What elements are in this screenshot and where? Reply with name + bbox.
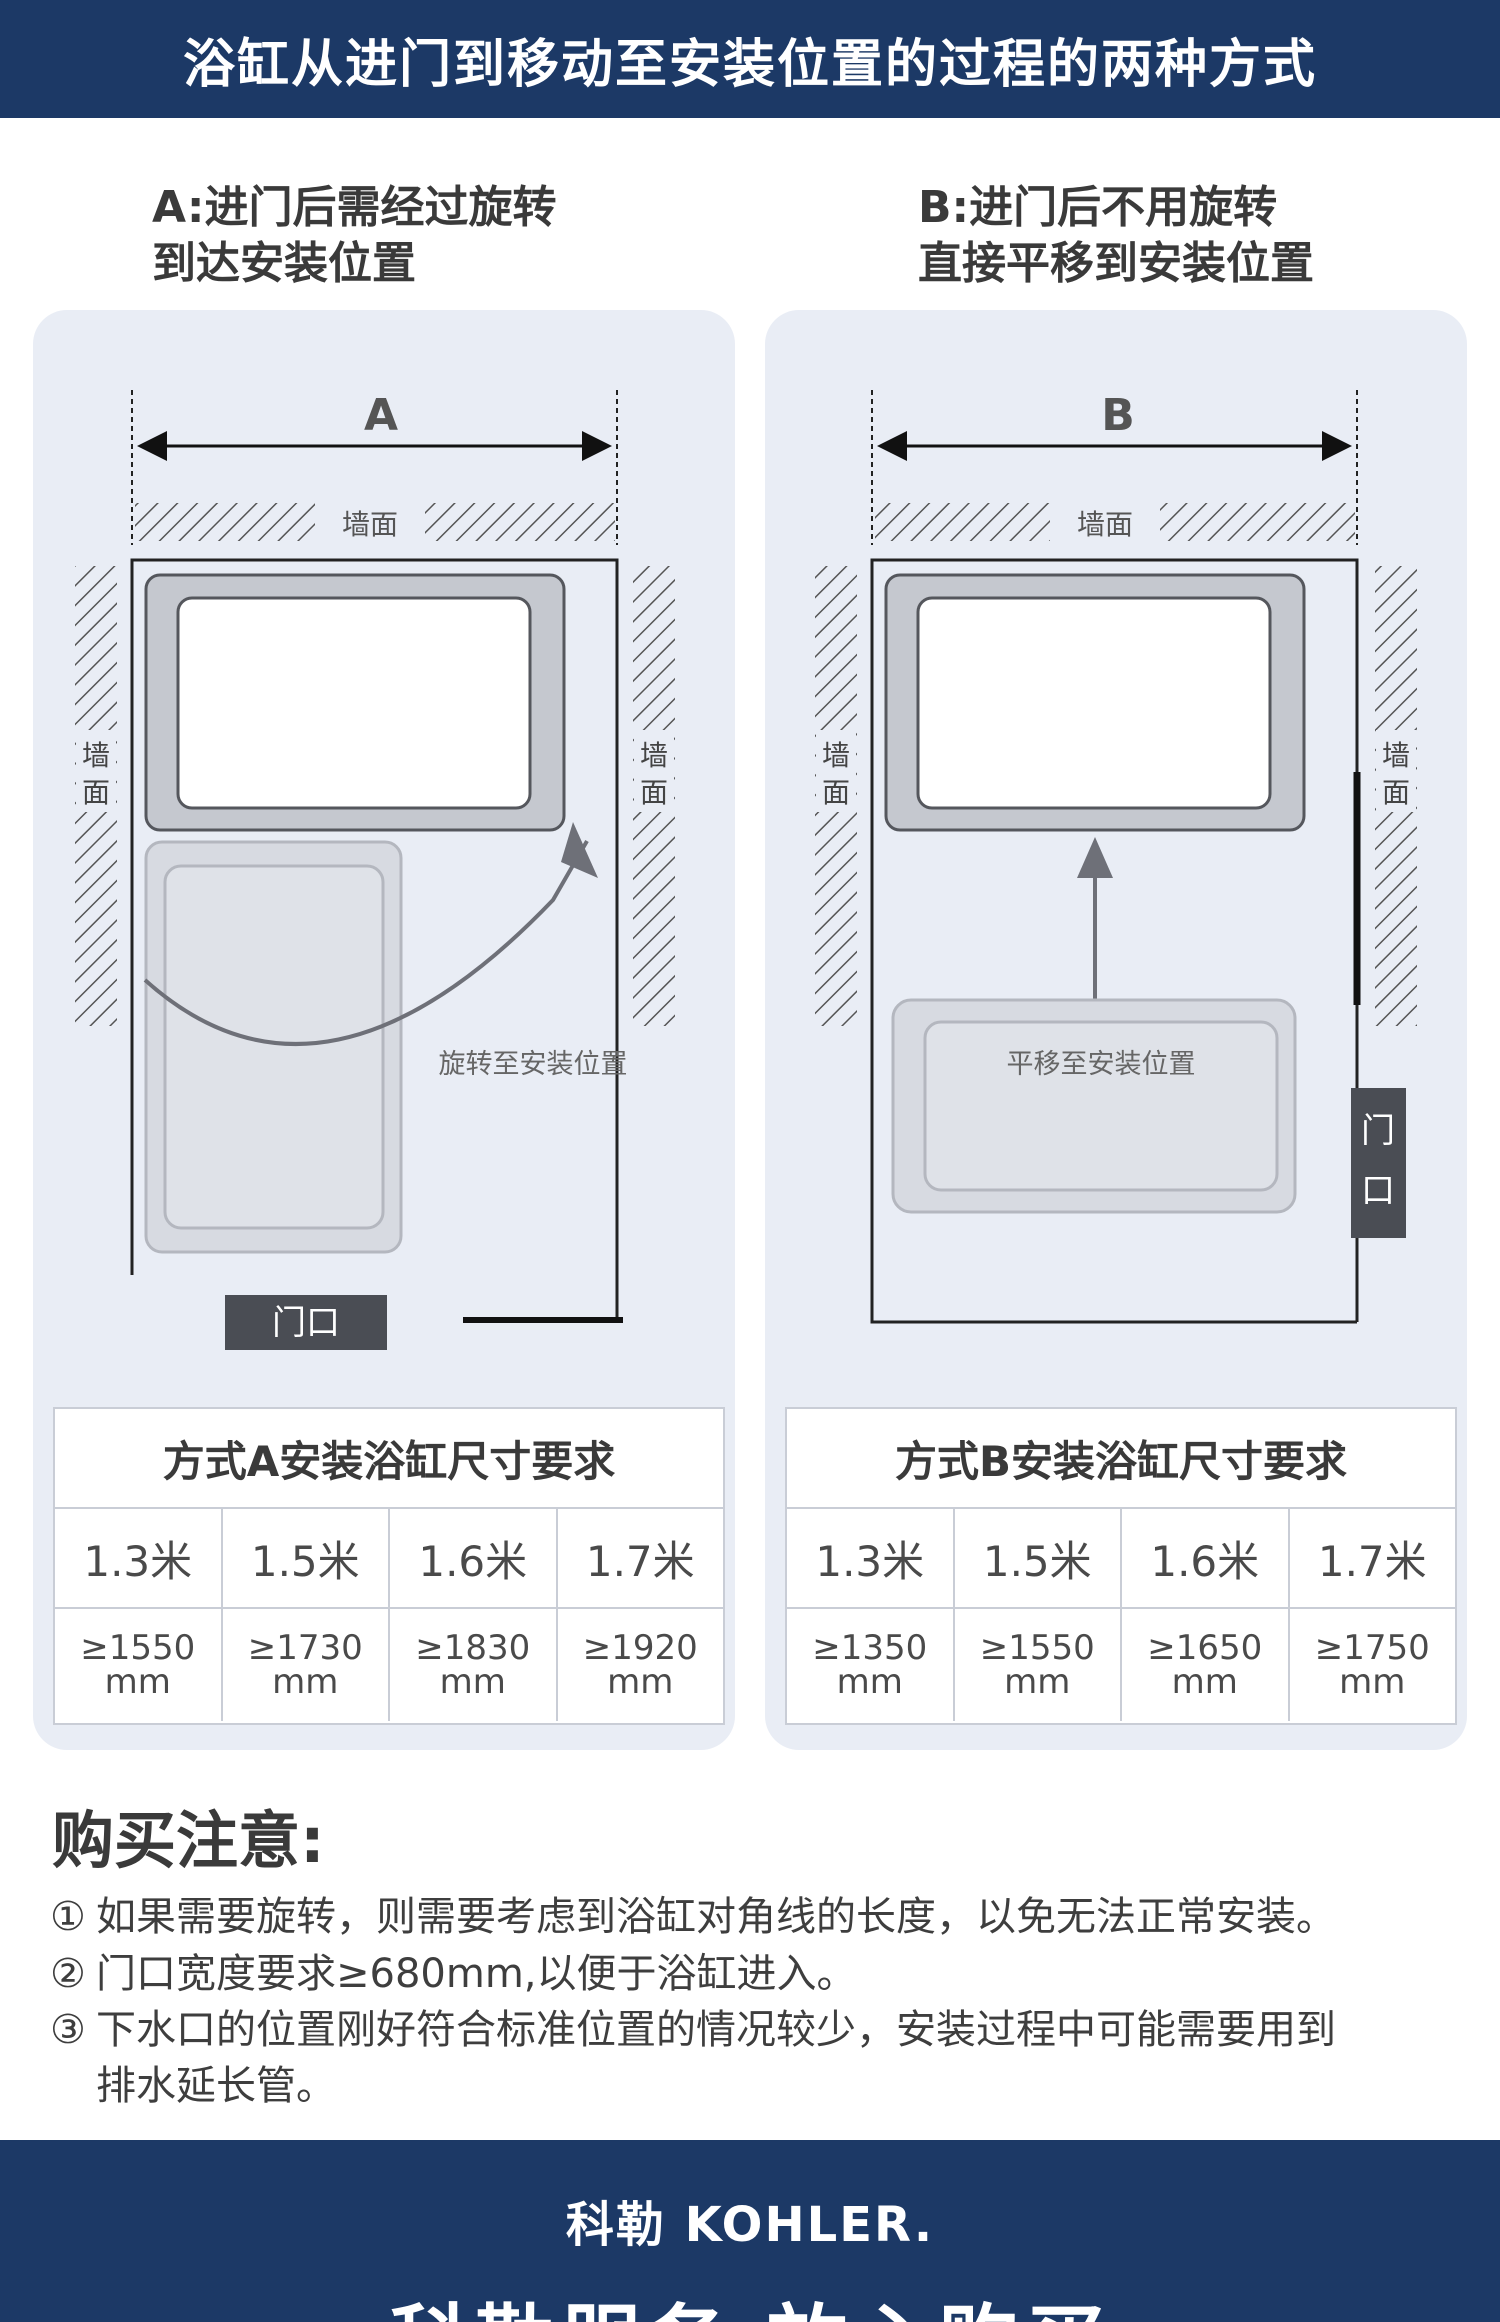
method-b-title-line-2: 直接平移到安装位置 — [918, 238, 1314, 289]
table-b-caption: 方式B安装浴缸尺寸要求 — [787, 1409, 1455, 1509]
door-badge — [1351, 1088, 1406, 1238]
req-value: ≥1730 — [247, 1628, 363, 1668]
left-wall-label-bg — [76, 730, 116, 812]
table-a-size-cell: 1.7米 — [557, 1509, 723, 1609]
req-unit: mm — [1004, 1662, 1071, 1702]
req-unit: mm — [439, 1662, 506, 1702]
entering-tub-basin — [923, 1020, 1279, 1192]
top-wall-label: 墙面 — [1077, 508, 1133, 541]
header-title: 浴缸从进门到移动至安装位置的过程的两种方式 — [182, 34, 1317, 95]
right-wall-label-bg — [1376, 730, 1416, 812]
method-b-diagram: B 墙面 墙 面 墙 面 平移至安装位置 门 口 — [815, 390, 1417, 1324]
method-a-panel: A 墙面 墙 面 墙 面 旋转至安装位置 门口 方式A安装浴缸尺寸要求 1.3米 — [33, 310, 735, 1750]
room-outline — [130, 558, 619, 1320]
table-a-size-cell: 1.6米 — [390, 1509, 558, 1609]
footer-banner: 科勒 KOHLER. 科勒服务 放心购买 — [0, 2140, 1500, 2322]
installed-tub-basin — [916, 596, 1272, 810]
left-wall-label-bg — [816, 730, 856, 812]
table-b-size-cell: 1.3米 — [787, 1509, 955, 1609]
req-unit: mm — [1339, 1662, 1406, 1702]
req-unit: mm — [104, 1662, 171, 1702]
dimension-label: B — [1101, 390, 1135, 441]
left-wall-char-1: 墙 — [822, 739, 850, 772]
note-number: ② — [50, 1951, 86, 1997]
req-unit: mm — [607, 1662, 674, 1702]
req-unit: mm — [272, 1662, 339, 1702]
left-wall-char-2: 面 — [822, 776, 850, 809]
door-badge — [225, 1295, 387, 1350]
req-unit: mm — [836, 1662, 903, 1702]
req-value: ≥1750 — [1314, 1628, 1430, 1668]
entering-tub-basin — [163, 864, 385, 1230]
translate-label: 平移至安装位置 — [1007, 1049, 1196, 1080]
method-b-panel: B 墙面 墙 面 墙 面 平移至安装位置 门 口 方式B安装浴缸尺寸要求 1.3… — [765, 310, 1467, 1750]
right-wall-label-bg — [634, 730, 674, 812]
right-wall-char-1: 墙 — [1382, 739, 1410, 772]
note-text: 如果需要旋转，则需要考虑到浴缸对角线的长度，以免无法正常安装。 — [96, 1894, 1336, 1940]
top-wall-label-bg — [1050, 503, 1160, 541]
left-wall-char-2: 面 — [82, 776, 110, 809]
req-value: ≥1830 — [415, 1628, 531, 1668]
door-char-2: 口 — [1361, 1171, 1395, 1211]
method-b-title-line-1: B:进门后不用旋转 — [918, 182, 1278, 233]
req-value: ≥1550 — [80, 1628, 196, 1668]
req-unit: mm — [1171, 1662, 1238, 1702]
brand-logo: 科勒 KOHLER. — [565, 2197, 935, 2253]
note-text: 下水口的位置刚好符合标准位置的情况较少，安装过程中可能需要用到 — [96, 2007, 1336, 2053]
top-wall-label-bg — [315, 503, 425, 541]
req-value: ≥1650 — [1147, 1628, 1263, 1668]
dimension-label: A — [364, 390, 398, 441]
req-value: ≥1550 — [979, 1628, 1095, 1668]
notes-title: 购买注意: — [52, 1804, 325, 1877]
table-a-size-row: 1.3米 1.5米 1.6米 1.7米 — [55, 1509, 723, 1609]
table-b-size-row: 1.3米 1.5米 1.6米 1.7米 — [787, 1509, 1455, 1609]
right-wall-char-2: 面 — [640, 776, 668, 809]
table-a-size-cell: 1.5米 — [222, 1509, 390, 1609]
door-label: 门口 — [272, 1303, 340, 1343]
note-text: 门口宽度要求≥680mm,以便于浴缸进入。 — [96, 1951, 857, 1997]
method-a-diagram: A 墙面 墙 面 墙 面 旋转至安装位置 门口 — [75, 390, 675, 1350]
table-b-size-cell: 1.7米 — [1289, 1509, 1455, 1609]
page-header: 浴缸从进门到移动至安装位置的过程的两种方式 — [0, 0, 1500, 118]
method-a-title-line-1: A:进门后需经过旋转 — [152, 182, 557, 233]
method-b-title: B:进门后不用旋转 直接平移到安装位置 — [918, 180, 1314, 292]
note-number: ③ — [50, 2007, 86, 2053]
rotation-arc — [143, 840, 589, 1046]
rotation-label: 旋转至安装位置 — [439, 1049, 628, 1080]
req-value: ≥1920 — [582, 1628, 698, 1668]
note-text-continued: 排水延长管。 — [96, 2063, 336, 2109]
rotation-arrowhead — [561, 822, 598, 878]
req-value: ≥1350 — [812, 1628, 928, 1668]
table-a-caption: 方式A安装浴缸尺寸要求 — [55, 1409, 723, 1509]
table-b-size-cell: 1.5米 — [954, 1509, 1122, 1609]
top-wall-label: 墙面 — [342, 508, 398, 541]
table-b-size-cell: 1.6米 — [1122, 1509, 1290, 1609]
table-a-size-cell: 1.3米 — [55, 1509, 223, 1609]
right-wall-char-2: 面 — [1382, 776, 1410, 809]
right-wall-char-1: 墙 — [640, 739, 668, 772]
method-a-title-line-2: 到达安装位置 — [152, 238, 416, 289]
door-char-1: 门 — [1361, 1111, 1395, 1151]
method-a-title: A:进门后需经过旋转 到达安装位置 — [152, 180, 556, 292]
left-wall-char-1: 墙 — [82, 739, 110, 772]
translate-arrowhead — [1077, 837, 1113, 878]
footer-slogan: 科勒服务 放心购买 — [0, 2278, 1500, 2322]
note-number: ① — [50, 1894, 86, 1940]
installed-tub-basin — [176, 596, 532, 810]
